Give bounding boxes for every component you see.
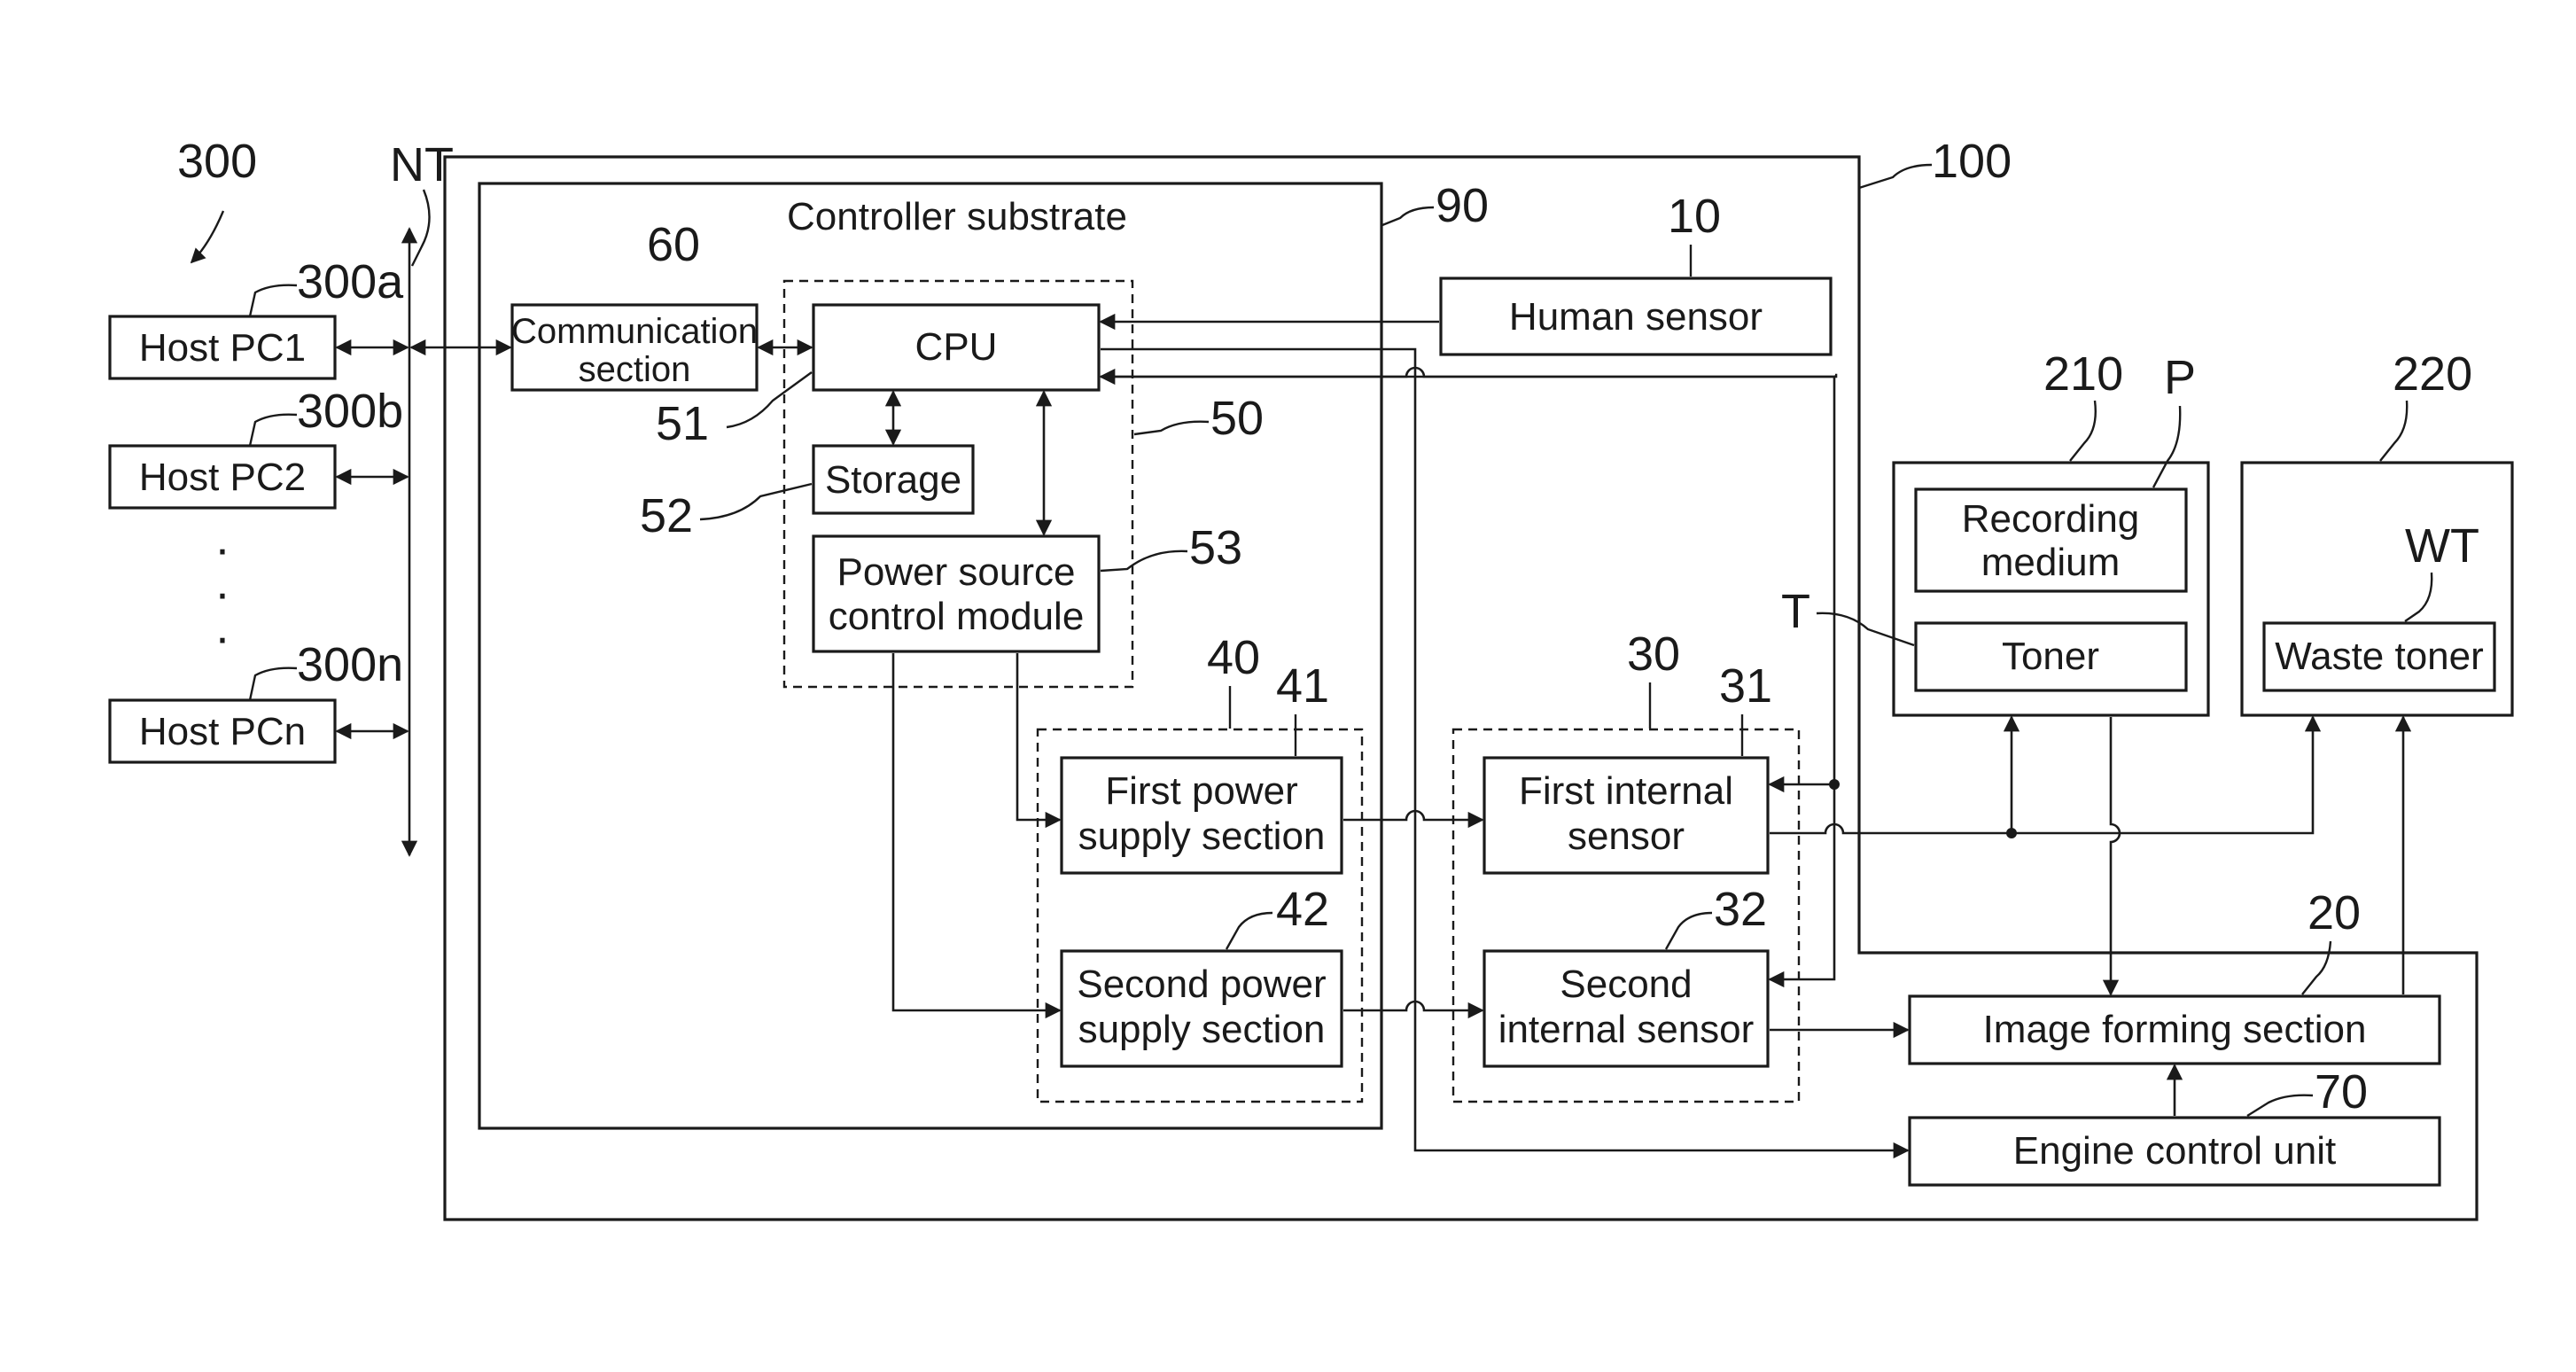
second-internal-sensor-label-line1: Second [1560, 963, 1692, 1006]
cartridge-link-junction-dot [2006, 828, 2017, 838]
ref-50-leader [1134, 422, 1209, 434]
ref-100-leader [1859, 165, 1932, 188]
ref-42: 42 [1276, 883, 1329, 936]
ref-300n: 300n [297, 638, 403, 691]
power-source-control-module-label-line2: control module [829, 595, 1085, 638]
first-internal-sensor-label-line2: sensor [1568, 815, 1685, 858]
first-sensor-to-cartridges-link [1770, 717, 2313, 833]
ref-53: 53 [1189, 521, 1242, 574]
host-pc2-label: Host PC2 [139, 456, 306, 499]
first-power-supply-section-label-line2: supply section [1078, 815, 1326, 858]
ref-60: 60 [647, 218, 700, 271]
ref-p-leader [2153, 406, 2180, 487]
ref-52: 52 [640, 489, 693, 542]
first-psu-to-first-sensor-link [1343, 811, 1483, 820]
power-control-to-second-psu-link [893, 653, 1060, 1010]
recording-medium-label-line1: Recording [1962, 497, 2140, 541]
second-power-supply-section-label-line1: Second power [1077, 963, 1326, 1006]
controller-substrate-label: Controller substrate [787, 195, 1127, 238]
ref-10: 10 [1668, 190, 1721, 243]
sensor-bus-junction-dot [1829, 779, 1840, 790]
second-psu-to-second-sensor-link [1343, 1002, 1483, 1010]
power-source-control-module-label-line1: Power source [837, 550, 1075, 594]
sensor-bus-to-second-sensor-link [1770, 784, 1834, 979]
waste-toner-label: Waste toner [2275, 635, 2484, 678]
ref-30: 30 [1627, 628, 1680, 681]
first-internal-sensor-label-line1: First internal [1519, 769, 1733, 813]
ref-300n-leader [250, 668, 297, 700]
first-power-supply-section-label-line1: First power [1105, 769, 1298, 813]
ref-210-leader [2070, 401, 2096, 461]
ref-40: 40 [1207, 631, 1260, 684]
ref-300b-leader [250, 415, 297, 446]
ref-300b: 300b [297, 385, 403, 438]
ref-220: 220 [2393, 347, 2472, 401]
ref-300a: 300a [297, 255, 404, 308]
cpu-label: CPU [915, 325, 998, 369]
ref-300-leader [191, 211, 223, 262]
ref-220-leader [2380, 401, 2407, 461]
ref-50: 50 [1210, 392, 1264, 445]
ref-nt-leader [412, 190, 430, 266]
storage-label: Storage [825, 458, 961, 502]
host-ellipsis-dot-3: · [214, 611, 230, 664]
ref-300: 300 [177, 135, 257, 188]
ref-210: 210 [2043, 347, 2123, 401]
second-internal-sensor-label-line2: internal sensor [1498, 1008, 1755, 1051]
ref-20-leader [2302, 941, 2331, 994]
ref-90-leader [1382, 207, 1434, 225]
image-forming-section-label: Image forming section [1983, 1008, 2367, 1051]
ref-t: T [1781, 585, 1810, 638]
ref-t-leader [1817, 613, 1914, 645]
ref-20: 20 [2308, 886, 2361, 939]
ref-41: 41 [1276, 659, 1329, 713]
ref-32: 32 [1714, 883, 1767, 936]
communication-section-label-line2: section [579, 350, 691, 389]
ref-42-leader [1226, 913, 1272, 949]
recording-medium-label-line2: medium [1981, 541, 2121, 584]
second-power-supply-section-label-line2: supply section [1078, 1008, 1326, 1051]
ref-51: 51 [656, 397, 709, 450]
host-pcn-label: Host PCn [139, 710, 306, 753]
ref-wt: WT [2405, 519, 2479, 573]
toner-label: Toner [2002, 635, 2099, 678]
ref-53-leader [1101, 551, 1187, 571]
ref-p: P [2164, 351, 2196, 404]
ref-300a-leader [250, 285, 297, 316]
ref-90: 90 [1436, 179, 1489, 232]
ref-52-leader [700, 484, 812, 519]
ref-wt-leader [2405, 573, 2432, 621]
ref-32-leader [1666, 913, 1712, 949]
engine-control-unit-label: Engine control unit [2013, 1129, 2336, 1173]
ref-70: 70 [2315, 1065, 2368, 1119]
human-sensor-label: Human sensor [1509, 295, 1763, 339]
host-pc1-label: Host PC1 [139, 326, 306, 370]
ref-70-leader [2247, 1095, 2313, 1116]
ref-100: 100 [1932, 135, 2012, 188]
communication-section-label-line1: Communication [511, 312, 758, 351]
ref-nt: NT [390, 138, 454, 191]
first-sensor-to-cpu-link [1427, 377, 1834, 784]
toner-to-cpu-link [1101, 368, 1836, 377]
ref-31: 31 [1719, 659, 1772, 713]
